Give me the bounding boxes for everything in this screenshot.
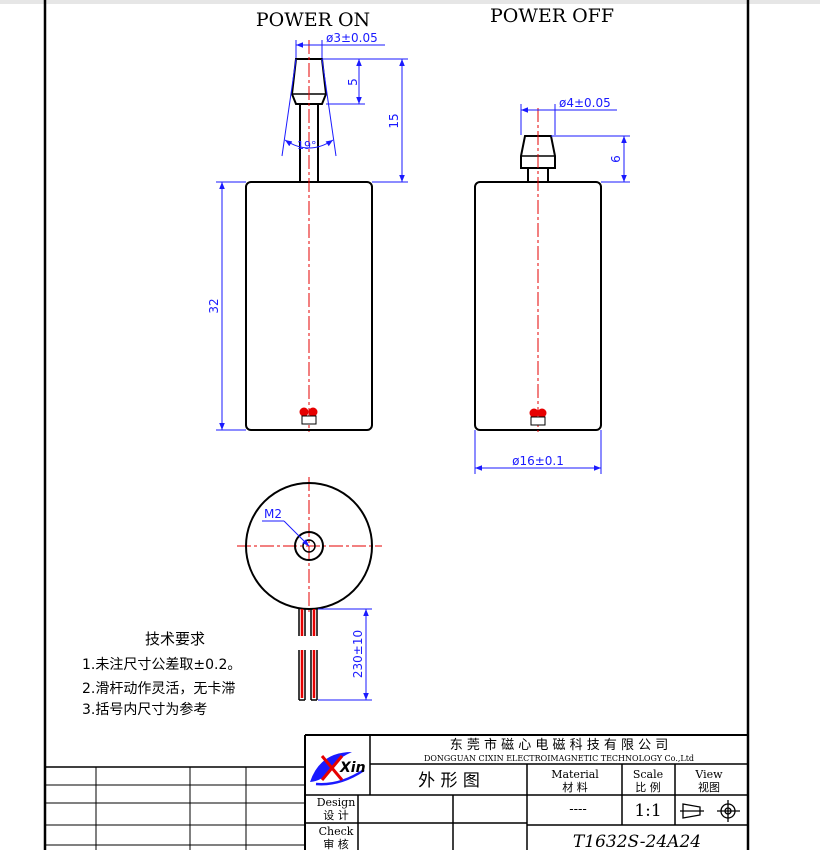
part-number: T1632S-24A24	[573, 832, 701, 850]
material-value: ----	[569, 802, 587, 817]
view-label-en: View	[694, 768, 723, 781]
plunger-length-label: 15	[387, 113, 401, 128]
check-label-en: Check	[319, 825, 354, 838]
tech-requirements: 技术要求 1.未注尺寸公差取±0.2。 2.滑杆动作灵活，无卡滞 3.括号内尺寸…	[82, 630, 241, 718]
scale-label-cn: 比 例	[635, 780, 661, 794]
taper-angle-label: 19°	[297, 139, 317, 152]
tech-requirement-3: 3.括号内尺寸为参考	[82, 701, 207, 718]
company-name-cn: 东 莞 市 磁 心 电 磁 科 技 有 限 公 司	[450, 737, 669, 753]
company-name-en: DONGGUAN CIXIN ELECTROIMAGNETIC TECHNOLO…	[424, 754, 694, 763]
tech-requirement-1: 1.未注尺寸公差取±0.2。	[82, 657, 241, 673]
projection-symbol-icon	[680, 800, 740, 822]
top-strip	[0, 0, 820, 4]
material-label-en: Material	[551, 768, 599, 781]
body-length-label: 32	[207, 298, 221, 313]
drawing-name: 外 形 图	[418, 771, 480, 791]
design-label-en: Design	[317, 796, 356, 809]
dim-body-length	[216, 181, 246, 431]
power-on-title: POWER ON	[256, 9, 370, 31]
company-logo: Xin	[310, 752, 366, 786]
dim-plunger-length	[365, 58, 408, 183]
tip-diameter-on-label: ø3±0.05	[326, 31, 378, 45]
lead-wire-dots-on	[299, 407, 318, 425]
dim-body-diameter	[474, 430, 602, 474]
plunger-shaft-off	[527, 168, 549, 182]
end-view-body	[245, 482, 373, 610]
threaded-hole-outer	[294, 531, 324, 561]
tip-height-label: 6	[609, 155, 623, 163]
end-view: M2 230±10	[237, 477, 382, 701]
thread-label: M2	[264, 507, 282, 521]
lead-length-label: 230±10	[351, 630, 365, 678]
scale-label-en: Scale	[633, 768, 663, 781]
lead-wire-colors	[300, 609, 316, 698]
lead-wire-dots-off	[529, 408, 547, 426]
scale-value: 1:1	[634, 801, 661, 821]
tech-requirements-title: 技术要求	[145, 630, 205, 648]
tech-requirement-2: 2.滑杆动作灵活，无卡滞	[82, 680, 235, 697]
lead-wires	[298, 609, 318, 701]
body-diameter-label: ø16±0.1	[512, 454, 564, 468]
check-label-cn: 审 核	[323, 837, 349, 850]
dim-tip-diameter-off	[520, 104, 617, 135]
threaded-hole-inner	[302, 539, 316, 553]
dim-taper-angle	[281, 58, 337, 157]
power-on-view: ø3±0.05 5 15 19° 32	[207, 31, 408, 432]
tip-diameter-off-label: ø4±0.05	[559, 96, 611, 110]
dim-lead-length	[318, 608, 372, 701]
dim-thread	[262, 520, 310, 547]
title-block	[45, 734, 748, 850]
power-off-view: ø4±0.05 6 ø16±0.1	[474, 96, 630, 474]
material-label-cn: 材 料	[562, 780, 588, 794]
drawing-frame	[43, 0, 750, 850]
dim-tip-length	[322, 58, 365, 105]
tip-length-label: 5	[346, 78, 360, 86]
logo-text: Xin	[339, 760, 366, 776]
view-label-cn: 视图	[698, 780, 720, 794]
dim-tip-height	[551, 135, 630, 183]
power-off-title: POWER OFF	[490, 5, 614, 27]
dim-tip-diameter-on	[295, 40, 385, 58]
design-label-cn: 设 计	[323, 809, 349, 822]
